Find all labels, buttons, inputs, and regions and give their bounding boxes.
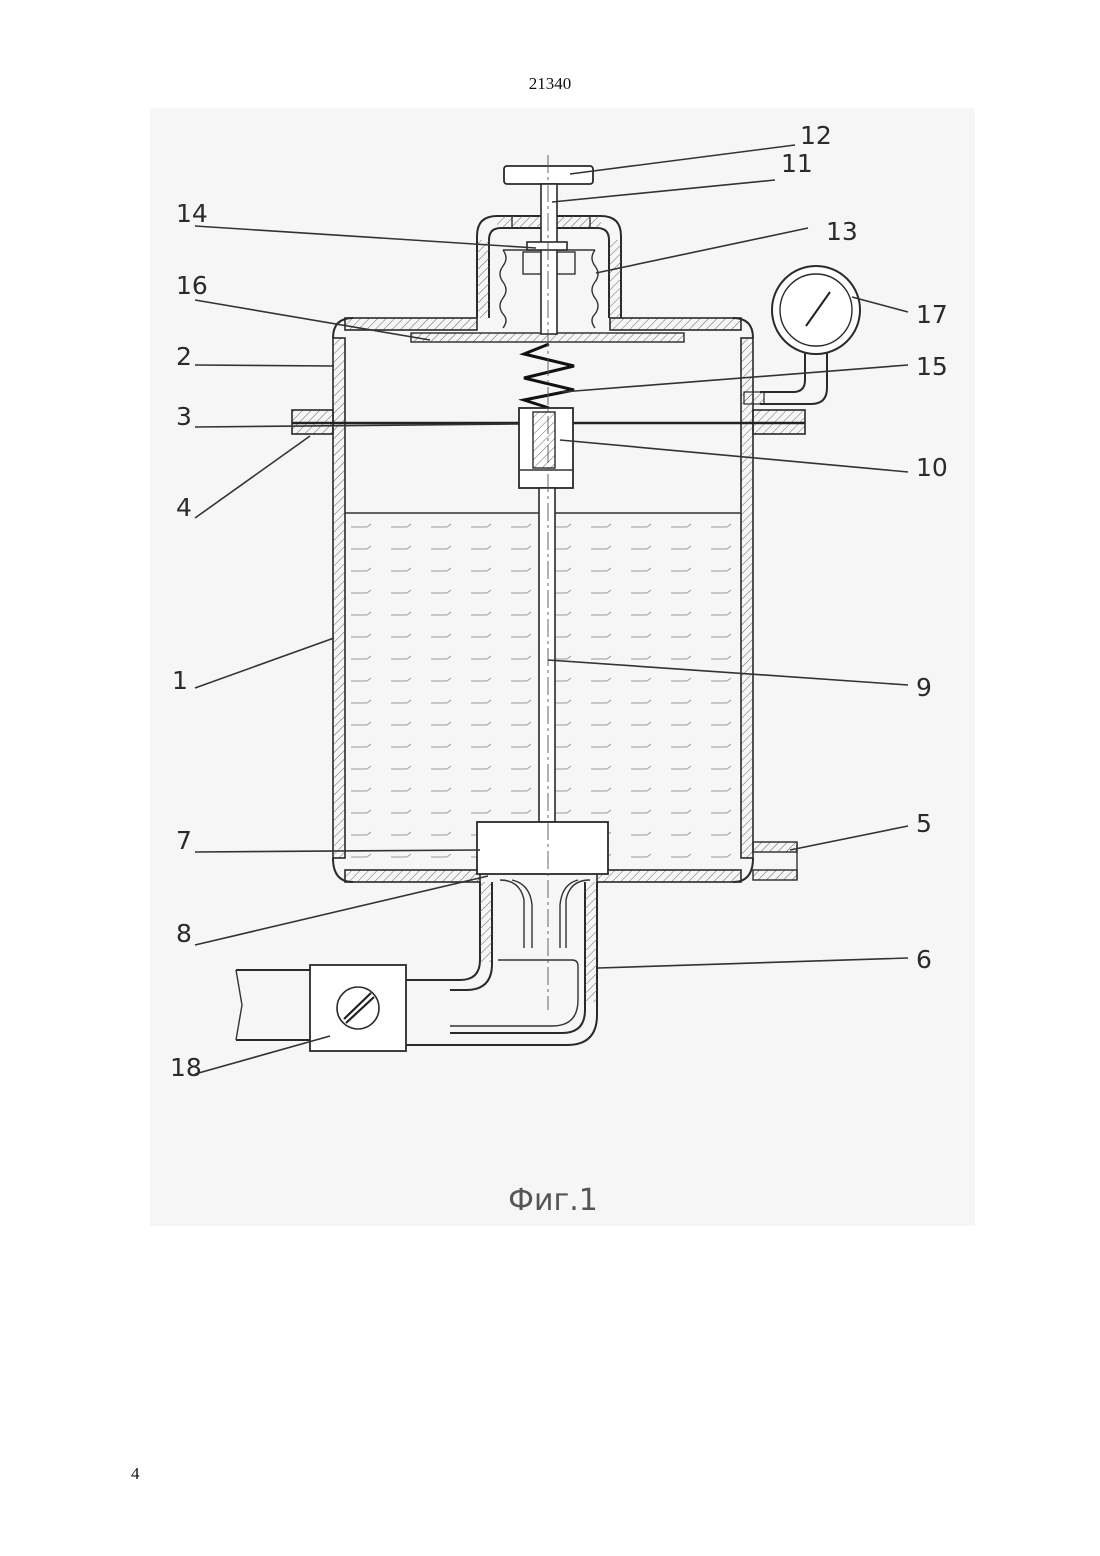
label-9: 9 xyxy=(916,673,932,702)
label-4: 4 xyxy=(176,493,192,522)
label-6: 6 xyxy=(916,945,932,974)
pressure-gauge xyxy=(744,266,860,404)
label-17: 17 xyxy=(916,300,948,329)
label-14: 14 xyxy=(176,199,208,228)
side-nozzle xyxy=(753,842,797,880)
label-11: 11 xyxy=(781,149,813,178)
label-5: 5 xyxy=(916,809,932,838)
tap xyxy=(236,965,450,1051)
label-13: 13 xyxy=(826,217,858,246)
figure-caption: Фиг.1 xyxy=(508,1183,598,1218)
label-16: 16 xyxy=(176,271,208,300)
label-18: 18 xyxy=(170,1053,202,1082)
label-7: 7 xyxy=(176,826,192,855)
label-3: 3 xyxy=(176,402,192,431)
page-number: 4 xyxy=(131,1464,140,1484)
label-12: 12 xyxy=(800,121,832,150)
label-8: 8 xyxy=(176,919,192,948)
valve-seat xyxy=(500,880,590,948)
label-10: 10 xyxy=(916,453,948,482)
valve-body xyxy=(477,822,608,874)
label-15: 15 xyxy=(916,352,948,381)
rod xyxy=(539,488,555,822)
spring xyxy=(524,344,574,408)
label-1: 1 xyxy=(172,666,188,695)
label-2: 2 xyxy=(176,342,192,371)
coupling xyxy=(519,408,573,488)
